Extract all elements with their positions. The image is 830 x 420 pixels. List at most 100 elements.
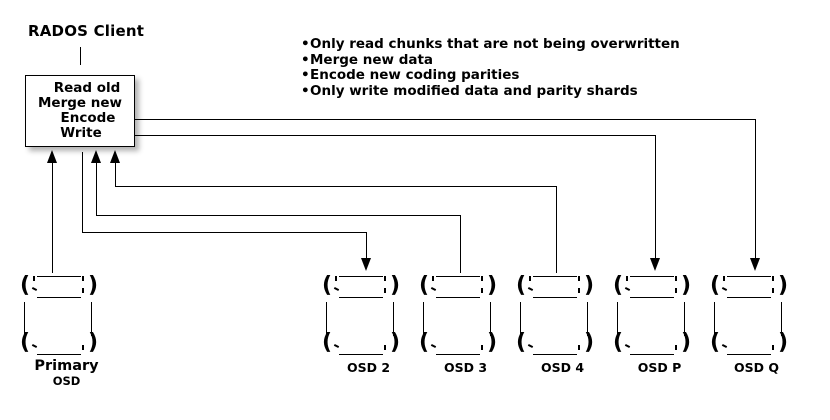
cylinder-bottom-right-paren-icon: ) (88, 330, 99, 355)
arrowhead-to-osd2 (361, 258, 371, 271)
op-line-encode: Encode (60, 110, 116, 126)
cylinder-bottom-base-icon (630, 354, 674, 355)
cylinder-right-paren-icon: ) (681, 273, 692, 298)
bullet-icon: • (301, 36, 310, 52)
cylinder-top-base-icon (630, 297, 674, 298)
cylinder-bottom-left-paren-icon: ( (613, 330, 624, 355)
arrowhead-primary-to-box (47, 150, 57, 163)
arrowhead-to-osdp (650, 258, 660, 271)
edge-box-to-osdq-vertical (755, 119, 756, 264)
cylinder-bottom-right-paren-icon: ) (390, 330, 401, 355)
bullet-icon: • (301, 82, 310, 99)
cylinder-bottom-tick-left-icon (624, 343, 631, 349)
cylinder-bottom-tick-left-icon (333, 343, 340, 349)
cylinder-top-dot-left-icon (529, 276, 531, 281)
node-osd-3: ( ) ( ) OSD 3 (417, 272, 514, 376)
cylinder-bottom-tick-right-icon (82, 345, 84, 350)
node-osd-2: ( ) ( ) OSD 2 (320, 272, 417, 376)
cylinder-left-side-icon (520, 302, 521, 336)
cylinder-right-side-icon (684, 302, 685, 336)
cylinder-bottom-tick-left-icon (430, 343, 437, 349)
cylinder-bottom-left-paren-icon: ( (322, 330, 333, 355)
cylinder-top-dot-right-icon (481, 276, 483, 281)
cylinder-top-dot-right-icon (82, 276, 84, 281)
node-label-primary: Primary (34, 358, 99, 374)
edge-osd4-to-box-horizontal (115, 186, 557, 187)
edge-osd3-to-box-horizontal (96, 215, 461, 216)
cylinder-left-side-icon (326, 302, 327, 336)
cylinder-top-dot-left-icon (723, 276, 725, 281)
cylinder-top-tick-right-icon (481, 288, 483, 293)
node-label-osd-2: OSD 2 (346, 360, 391, 375)
cylinder-bottom-tick-right-icon (578, 345, 580, 350)
node-osd-p: ( ) ( ) OSD P (611, 272, 708, 376)
note-text: Only read chunks that are not being over… (310, 36, 680, 52)
cylinder-bottom-base-icon (436, 354, 480, 355)
node-label-osd-4: OSD 4 (540, 360, 585, 375)
notes-list: •Only read chunks that are not being ove… (301, 36, 680, 99)
cylinder-top-dot-right-icon (772, 276, 774, 281)
node-sublabel-primary: OSD (52, 374, 81, 388)
cylinder-top-tick-left-icon (624, 286, 631, 292)
cylinder-top-lid-icon (533, 276, 577, 277)
cylinder-right-side-icon (781, 302, 782, 336)
cylinder-right-paren-icon: ) (487, 273, 498, 298)
arrowhead-osd4-to-box (110, 150, 120, 163)
op-line-merge-new: Merge new (37, 95, 122, 111)
cylinder-bottom-left-paren-icon: ( (419, 330, 430, 355)
client-connector-tick (80, 47, 81, 65)
edge-osd2-read-horizontal (82, 232, 367, 233)
cylinder-top-tick-right-icon (82, 288, 84, 293)
node-label-osd-p: OSD P (637, 360, 682, 375)
cylinder-bottom-right-paren-icon: ) (681, 330, 692, 355)
cylinder-bottom-right-paren-icon: ) (778, 330, 789, 355)
arrowhead-to-osdq (750, 258, 760, 271)
cylinder-right-paren-icon: ) (88, 273, 99, 298)
cylinder-top-base-icon (339, 297, 383, 298)
cylinder-top-tick-right-icon (384, 288, 386, 293)
cylinder-top-base-icon (37, 297, 81, 298)
cylinder-right-paren-icon: ) (584, 273, 595, 298)
cylinder-bottom-base-icon (727, 354, 771, 355)
note-text: Only write modified data and parity shar… (310, 82, 638, 99)
cylinder-bottom-tick-right-icon (384, 345, 386, 350)
note-item: •Encode new coding parities (301, 67, 680, 84)
cylinder-left-paren-icon: ( (613, 273, 624, 298)
cylinder-top-tick-right-icon (772, 288, 774, 293)
cylinder-top-base-icon (533, 297, 577, 298)
cylinder-right-side-icon (91, 302, 92, 336)
edge-box-to-osdp-vertical (655, 135, 656, 264)
cylinder-bottom-tick-right-icon (481, 345, 483, 350)
cylinder-right-paren-icon: ) (778, 273, 789, 298)
cylinder-top-base-icon (727, 297, 771, 298)
edge-box-to-osdp-horizontal (135, 135, 656, 136)
cylinder-top-tick-left-icon (527, 286, 534, 292)
cylinder-left-paren-icon: ( (322, 273, 333, 298)
cylinder-bottom-left-paren-icon: ( (710, 330, 721, 355)
edge-osd3-riser (460, 215, 461, 273)
edge-osd3-to-box-vertical (96, 163, 97, 216)
edge-osd2-read-vertical (82, 152, 83, 233)
cylinder-top-dot-right-icon (675, 276, 677, 281)
cylinder-bottom-tick-left-icon (527, 343, 534, 349)
node-label-osd-3: OSD 3 (443, 360, 488, 375)
arrowhead-osd3-to-box (91, 150, 101, 163)
edge-osd2-write-down (366, 232, 367, 264)
cylinder-bottom-tick-right-icon (772, 345, 774, 350)
note-item: •Only read chunks that are not being ove… (301, 36, 680, 53)
op-line-write: Write (60, 125, 102, 141)
rados-client-label: RADOS Client (28, 22, 145, 40)
bullet-icon: • (301, 67, 310, 83)
cylinder-right-side-icon (393, 302, 394, 336)
cylinder-bottom-base-icon (533, 354, 577, 355)
cylinder-right-side-icon (490, 302, 491, 336)
cylinder-top-tick-left-icon (333, 286, 340, 292)
primary-osd-operation-box: Read old Merge new Encode Write (25, 75, 135, 147)
cylinder-left-side-icon (617, 302, 618, 336)
cylinder-top-lid-icon (37, 276, 81, 277)
cylinder-top-dot-left-icon (335, 276, 337, 281)
edge-primary-to-box (52, 163, 53, 273)
edge-osd4-riser (556, 186, 557, 273)
node-primary-osd: ( ) ( ) Primary OSD (18, 272, 115, 389)
